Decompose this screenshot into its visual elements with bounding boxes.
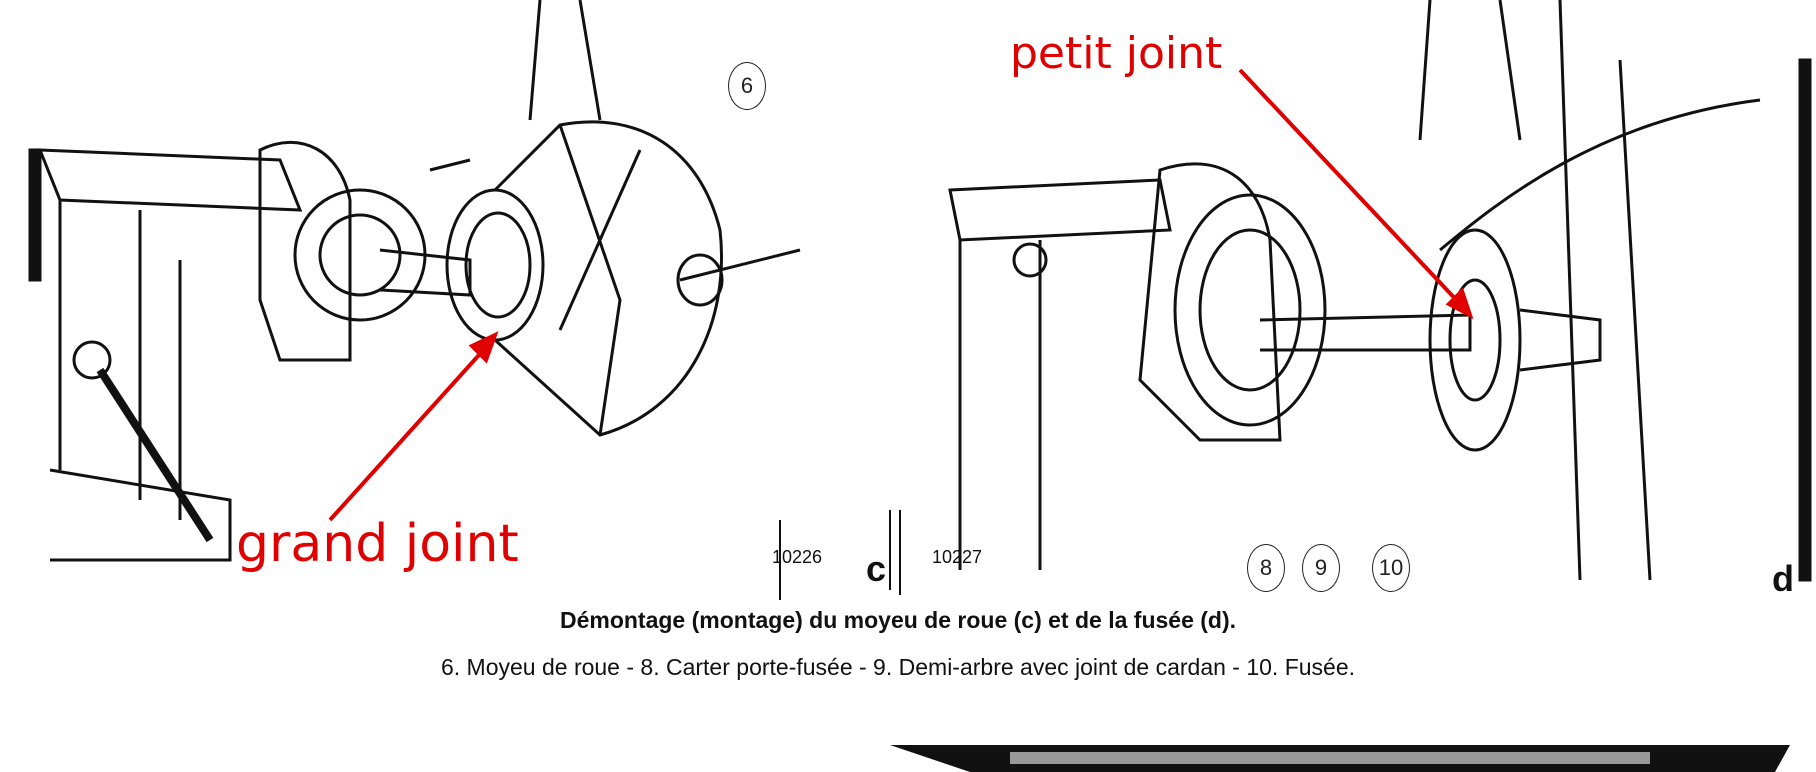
caption-title: Démontage (montage) du moyeu de roue (c)… bbox=[559, 607, 1237, 633]
grand-joint-arrow bbox=[328, 343, 490, 522]
divider-lines bbox=[779, 510, 901, 600]
caption-legend: 6. Moyeu de roue - 8. Carter porte-fusée… bbox=[440, 654, 1356, 680]
figure-letter-right: d bbox=[1772, 558, 1794, 599]
figure-letter-left: c bbox=[866, 548, 887, 589]
grand-joint-label: grand joint bbox=[236, 514, 519, 574]
figure-number-right: 10227 bbox=[932, 547, 983, 567]
left-wheel-hub-drawing bbox=[445, 0, 801, 437]
callout-9: 9 bbox=[1302, 544, 1340, 592]
grand-joint-arrowhead bbox=[468, 331, 499, 364]
page-edge bbox=[1798, 58, 1812, 582]
callout-8: 8 bbox=[1247, 544, 1285, 592]
petit-joint-arrowhead bbox=[1445, 287, 1474, 320]
right-axle-housing-drawing bbox=[948, 162, 1472, 570]
right-fusee-drawing bbox=[1418, 0, 1761, 581]
left-axle-housing-drawing bbox=[28, 140, 472, 562]
callout-6: 6 bbox=[728, 62, 766, 110]
figure-number-left: 10226 bbox=[772, 547, 823, 567]
page-shadow-highlight bbox=[1010, 752, 1650, 764]
petit-joint-label: petit joint bbox=[1010, 28, 1223, 79]
petit-joint-arrow bbox=[1238, 68, 1464, 308]
callout-10: 10 bbox=[1372, 544, 1410, 592]
